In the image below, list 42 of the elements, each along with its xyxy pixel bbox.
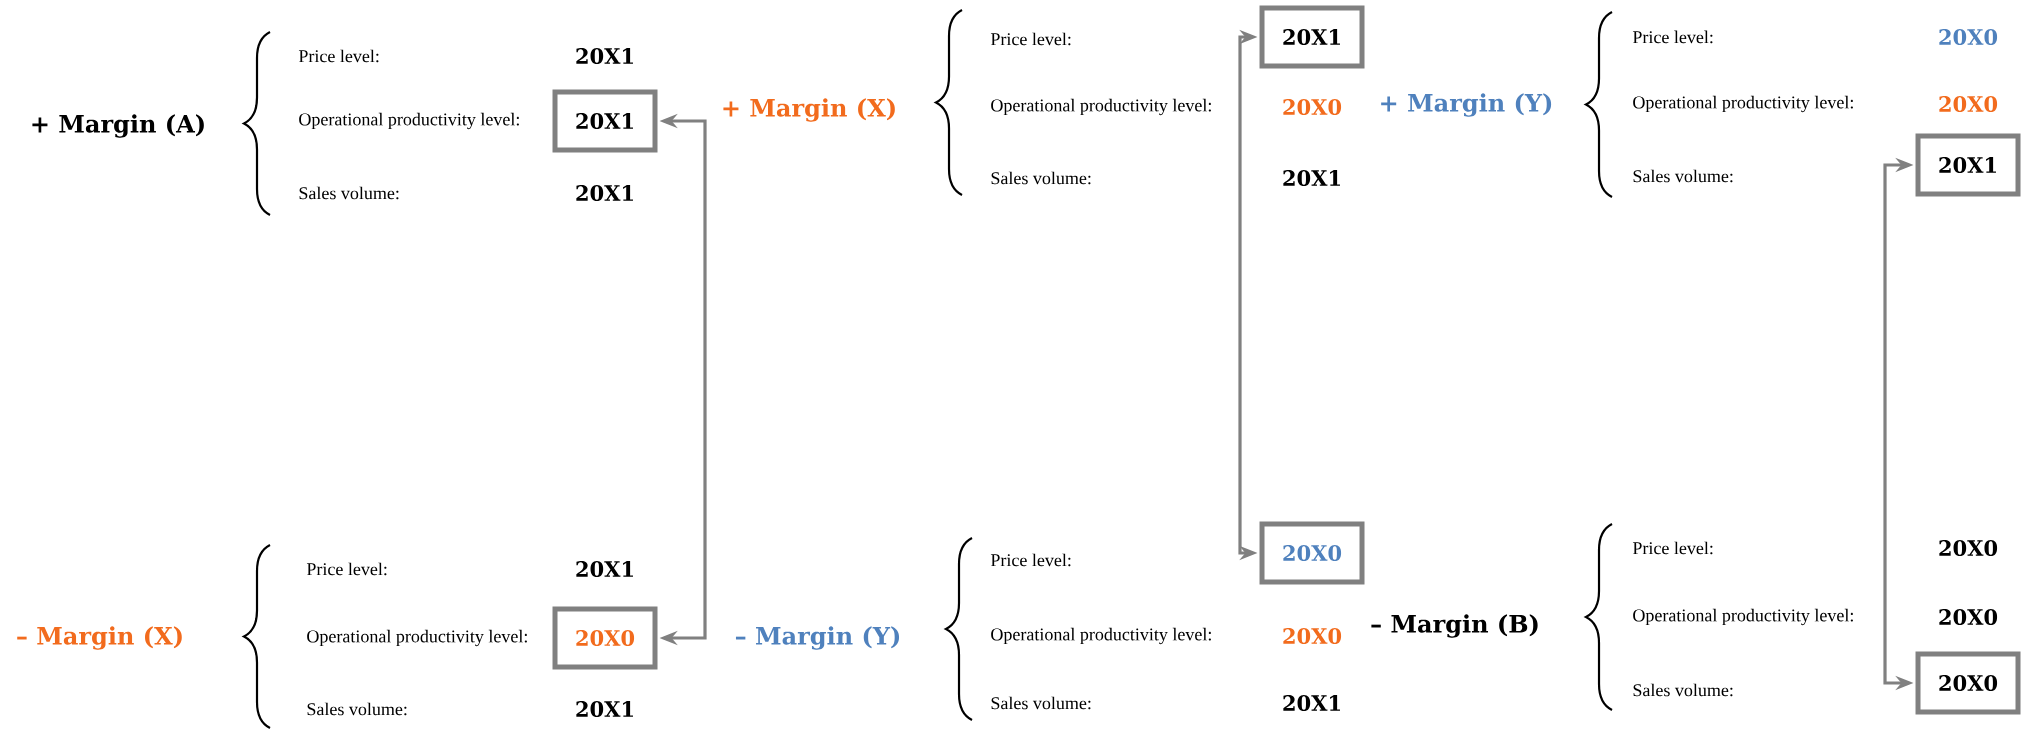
value-text: 20X0 [1283,628,1342,644]
row-label: Sales volume: [299,186,399,200]
value-box: 20X1 [1259,5,1365,69]
row-label: Price level: [1632,541,1713,555]
value-box: 20X0 [1915,651,2021,715]
value-text: 20X1 [576,701,633,717]
row-label: Price level: [306,562,387,576]
value-text: 20X1 [576,48,633,64]
value-box: 20X0 [1259,521,1365,585]
margin-heading: + Margin (A) [32,114,204,138]
row-label: Sales volume: [1633,169,1733,183]
row-label: Operational productivity level: [299,112,519,130]
row-label: Price level: [298,49,379,63]
row-label: Operational productivity level: [307,629,527,647]
value-text: 20X0 [1939,29,1998,45]
value-text: 20X1 [576,561,633,577]
row-label: Sales volume: [991,171,1091,185]
margin-heading: – Margin (X) [17,626,182,650]
value-box: 20X0 [552,606,658,670]
row-label: Price level: [990,553,1071,567]
value-text: 20X0 [1939,96,1998,112]
value-text: 20X1 [576,185,633,201]
value-text: 20X0 [1939,540,1998,556]
value-text: 20X0 [1939,609,1998,625]
row-label: Sales volume: [991,696,1091,710]
row-label: Operational productivity level: [991,627,1211,645]
row-label: Operational productivity level: [991,98,1211,116]
value-text: 20X1 [1283,170,1340,186]
value-text: 20X0 [1283,99,1342,115]
margin-heading: + Margin (X) [723,98,895,122]
margin-heading: – Margin (B) [1371,614,1538,638]
value-text: 20X1 [1283,695,1340,711]
value-box: 20X1 [1915,133,2021,197]
row-label: Price level: [990,32,1071,46]
margin-heading: + Margin (Y) [1381,93,1552,117]
row-label: Sales volume: [307,702,407,716]
row-label: Price level: [1632,30,1713,44]
row-label: Sales volume: [1633,683,1733,697]
row-label: Operational productivity level: [1633,608,1853,626]
row-label: Operational productivity level: [1633,95,1853,113]
value-box: 20X1 [552,89,658,153]
margin-heading: – Margin (Y) [735,626,900,650]
